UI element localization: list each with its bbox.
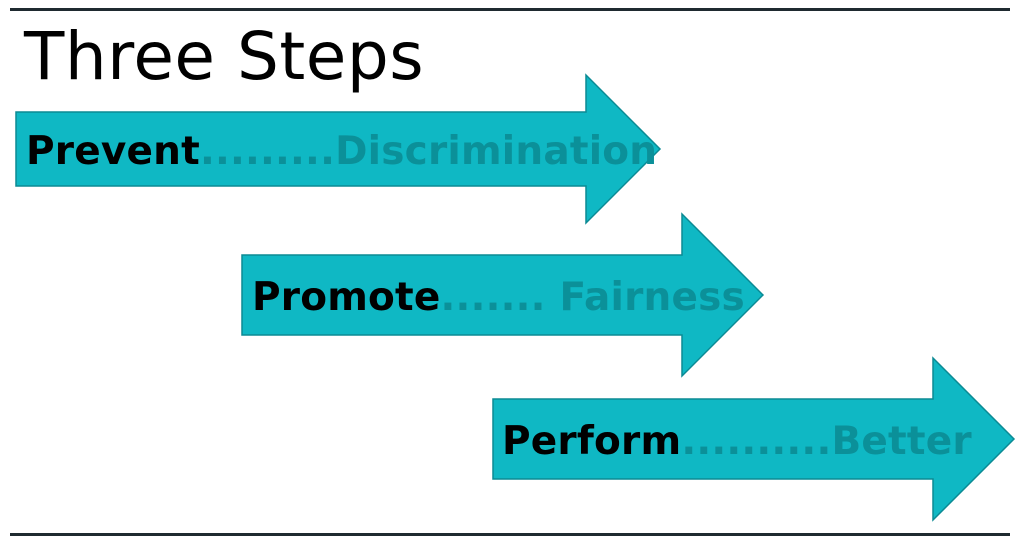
slide-title: Three Steps: [24, 18, 425, 95]
step-dots: .........: [199, 129, 336, 174]
step-arrow-promote: Promote....... Fairness: [241, 212, 765, 378]
arrow-shape: [241, 212, 765, 378]
step-label: Perform..........Better: [502, 422, 972, 461]
bottom-rule: [10, 533, 1010, 536]
step-object: Better: [831, 419, 972, 464]
step-arrow-perform: Perform..........Better: [492, 356, 1016, 522]
step-verb: Perform: [502, 419, 682, 464]
arrow-shape: [492, 356, 1016, 522]
step-arrow-prevent: Prevent.........Discrimination: [15, 73, 662, 225]
step-dots: .......: [440, 275, 560, 320]
step-object: Fairness: [559, 275, 745, 320]
step-object: Discrimination: [335, 129, 658, 174]
step-label: Promote....... Fairness: [252, 278, 745, 317]
step-label: Prevent.........Discrimination: [26, 132, 657, 171]
arrow-shape: [15, 73, 662, 225]
step-verb: Prevent: [26, 129, 200, 174]
top-rule: [10, 8, 1010, 11]
step-verb: Promote: [252, 275, 441, 320]
step-dots: ..........: [681, 419, 832, 464]
